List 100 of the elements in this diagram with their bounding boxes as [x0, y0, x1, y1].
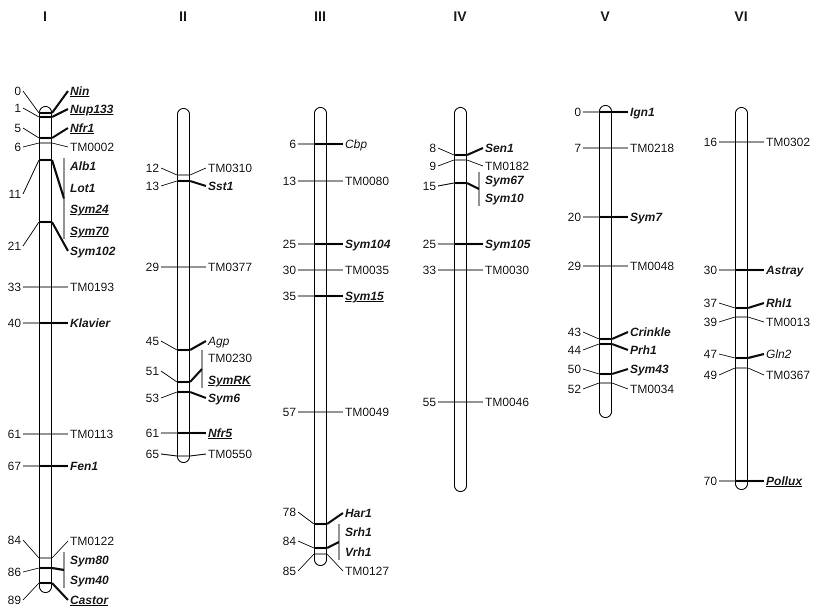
marker-label: TM0049 [345, 406, 390, 418]
marker-label: TM0302 [766, 136, 810, 148]
chromosome-heading: VI [734, 7, 748, 26]
marker-label: Nfr1 [70, 122, 94, 134]
marker-label: Sym70 [70, 225, 109, 237]
marker-label: Fen1 [70, 460, 98, 472]
position-label: 16 [704, 136, 717, 148]
marker-label: TM0002 [70, 141, 114, 153]
marker-label: TM0046 [485, 396, 530, 408]
chromosome-bar [599, 105, 612, 418]
position-label: 51 [146, 365, 159, 377]
position-label: 85 [282, 565, 296, 577]
chromosome-heading: V [600, 7, 610, 26]
position-label: 49 [704, 369, 717, 381]
chromosome-heading: III [314, 7, 326, 26]
marker-label: Pollux [766, 475, 802, 487]
position-label: 33 [422, 264, 436, 276]
position-label: 30 [704, 264, 717, 276]
marker-label: Sym104 [345, 238, 390, 250]
position-label: 65 [146, 448, 159, 460]
marker-label: TM0122 [70, 535, 114, 547]
position-label: 6 [289, 138, 296, 150]
marker-label: TM0550 [208, 448, 252, 460]
marker-label: Cbp [345, 138, 368, 150]
position-label: 57 [282, 406, 296, 418]
marker-label: Sym43 [630, 363, 669, 375]
marker-label: Crinkle [630, 326, 671, 338]
position-label: 33 [8, 281, 21, 293]
position-label: 25 [282, 238, 296, 250]
position-label: 13 [146, 180, 159, 192]
marker-label: TM0048 [630, 260, 674, 272]
position-label: 44 [568, 344, 581, 356]
marker-label: TM0377 [208, 261, 252, 273]
marker-label: Sym24 [70, 203, 109, 215]
chromosome-heading: I [43, 7, 47, 26]
marker-label: Sym7 [630, 211, 662, 223]
marker-label: Sym102 [70, 245, 116, 257]
marker-label: Gln2 [766, 348, 792, 360]
marker-label: TM0193 [70, 281, 114, 293]
marker-label: Castor [70, 594, 108, 606]
marker-label: Sym6 [208, 392, 240, 404]
marker-label: TM0113 [70, 428, 114, 440]
marker-label: Lot1 [70, 182, 96, 194]
position-label: 84 [8, 534, 21, 546]
marker-label: Sen1 [485, 142, 514, 154]
chromosome-bar [177, 108, 190, 463]
position-label: 47 [704, 348, 717, 360]
marker-label: TM0367 [766, 369, 810, 381]
marker-label: Sym10 [485, 192, 524, 204]
marker-label: Sym105 [485, 238, 530, 250]
position-label: 86 [8, 566, 21, 578]
position-label: 45 [146, 335, 159, 347]
marker-label: Sym40 [70, 574, 109, 586]
marker-label: TM0013 [766, 316, 810, 328]
marker-label: Agp [208, 335, 230, 347]
marker-label: TM0230 [208, 352, 252, 364]
position-label: 29 [568, 260, 581, 272]
marker-label: TM0080 [345, 175, 390, 187]
position-label: 29 [146, 261, 159, 273]
position-label: 89 [8, 594, 21, 606]
marker-label: TM0127 [345, 565, 390, 577]
marker-label: Sym67 [485, 174, 524, 186]
position-label: 11 [8, 188, 21, 200]
marker-label: Srh1 [345, 526, 372, 538]
chromosome-bar [454, 107, 467, 492]
marker-label: Sym80 [70, 554, 109, 566]
marker-label: Sym15 [345, 290, 384, 302]
position-label: 50 [568, 363, 581, 375]
position-label: 30 [282, 264, 296, 276]
position-label: 61 [8, 428, 21, 440]
position-label: 67 [8, 460, 21, 472]
chromosome-heading: IV [453, 7, 467, 26]
position-label: 61 [146, 427, 159, 439]
marker-label: Ign1 [630, 106, 655, 118]
marker-label: TM0035 [345, 264, 390, 276]
position-label: 43 [568, 326, 581, 338]
marker-label: Astray [766, 264, 804, 276]
chromosome-bar [39, 106, 52, 593]
marker-label: Vrh1 [345, 546, 372, 558]
marker-label: Har1 [345, 507, 372, 519]
marker-label: TM0218 [630, 142, 674, 154]
marker-label: TM0310 [208, 162, 252, 174]
marker-label: TM0030 [485, 264, 530, 276]
marker-label: Sst1 [208, 180, 234, 192]
position-label: 37 [704, 297, 717, 309]
position-label: 13 [282, 175, 296, 187]
position-label: 84 [282, 535, 296, 547]
marker-label: Rhl1 [766, 297, 792, 309]
position-label: 7 [574, 142, 581, 154]
position-label: 5 [14, 122, 21, 134]
position-label: 0 [14, 85, 21, 97]
position-label: 40 [8, 317, 21, 329]
position-label: 52 [568, 383, 581, 395]
position-label: 39 [704, 316, 717, 328]
chromosome-bar [735, 107, 748, 490]
position-label: 8 [429, 142, 436, 154]
position-label: 70 [704, 475, 717, 487]
position-label: 20 [568, 211, 581, 223]
chromosome-heading: II [179, 7, 187, 26]
position-label: 53 [146, 392, 159, 404]
